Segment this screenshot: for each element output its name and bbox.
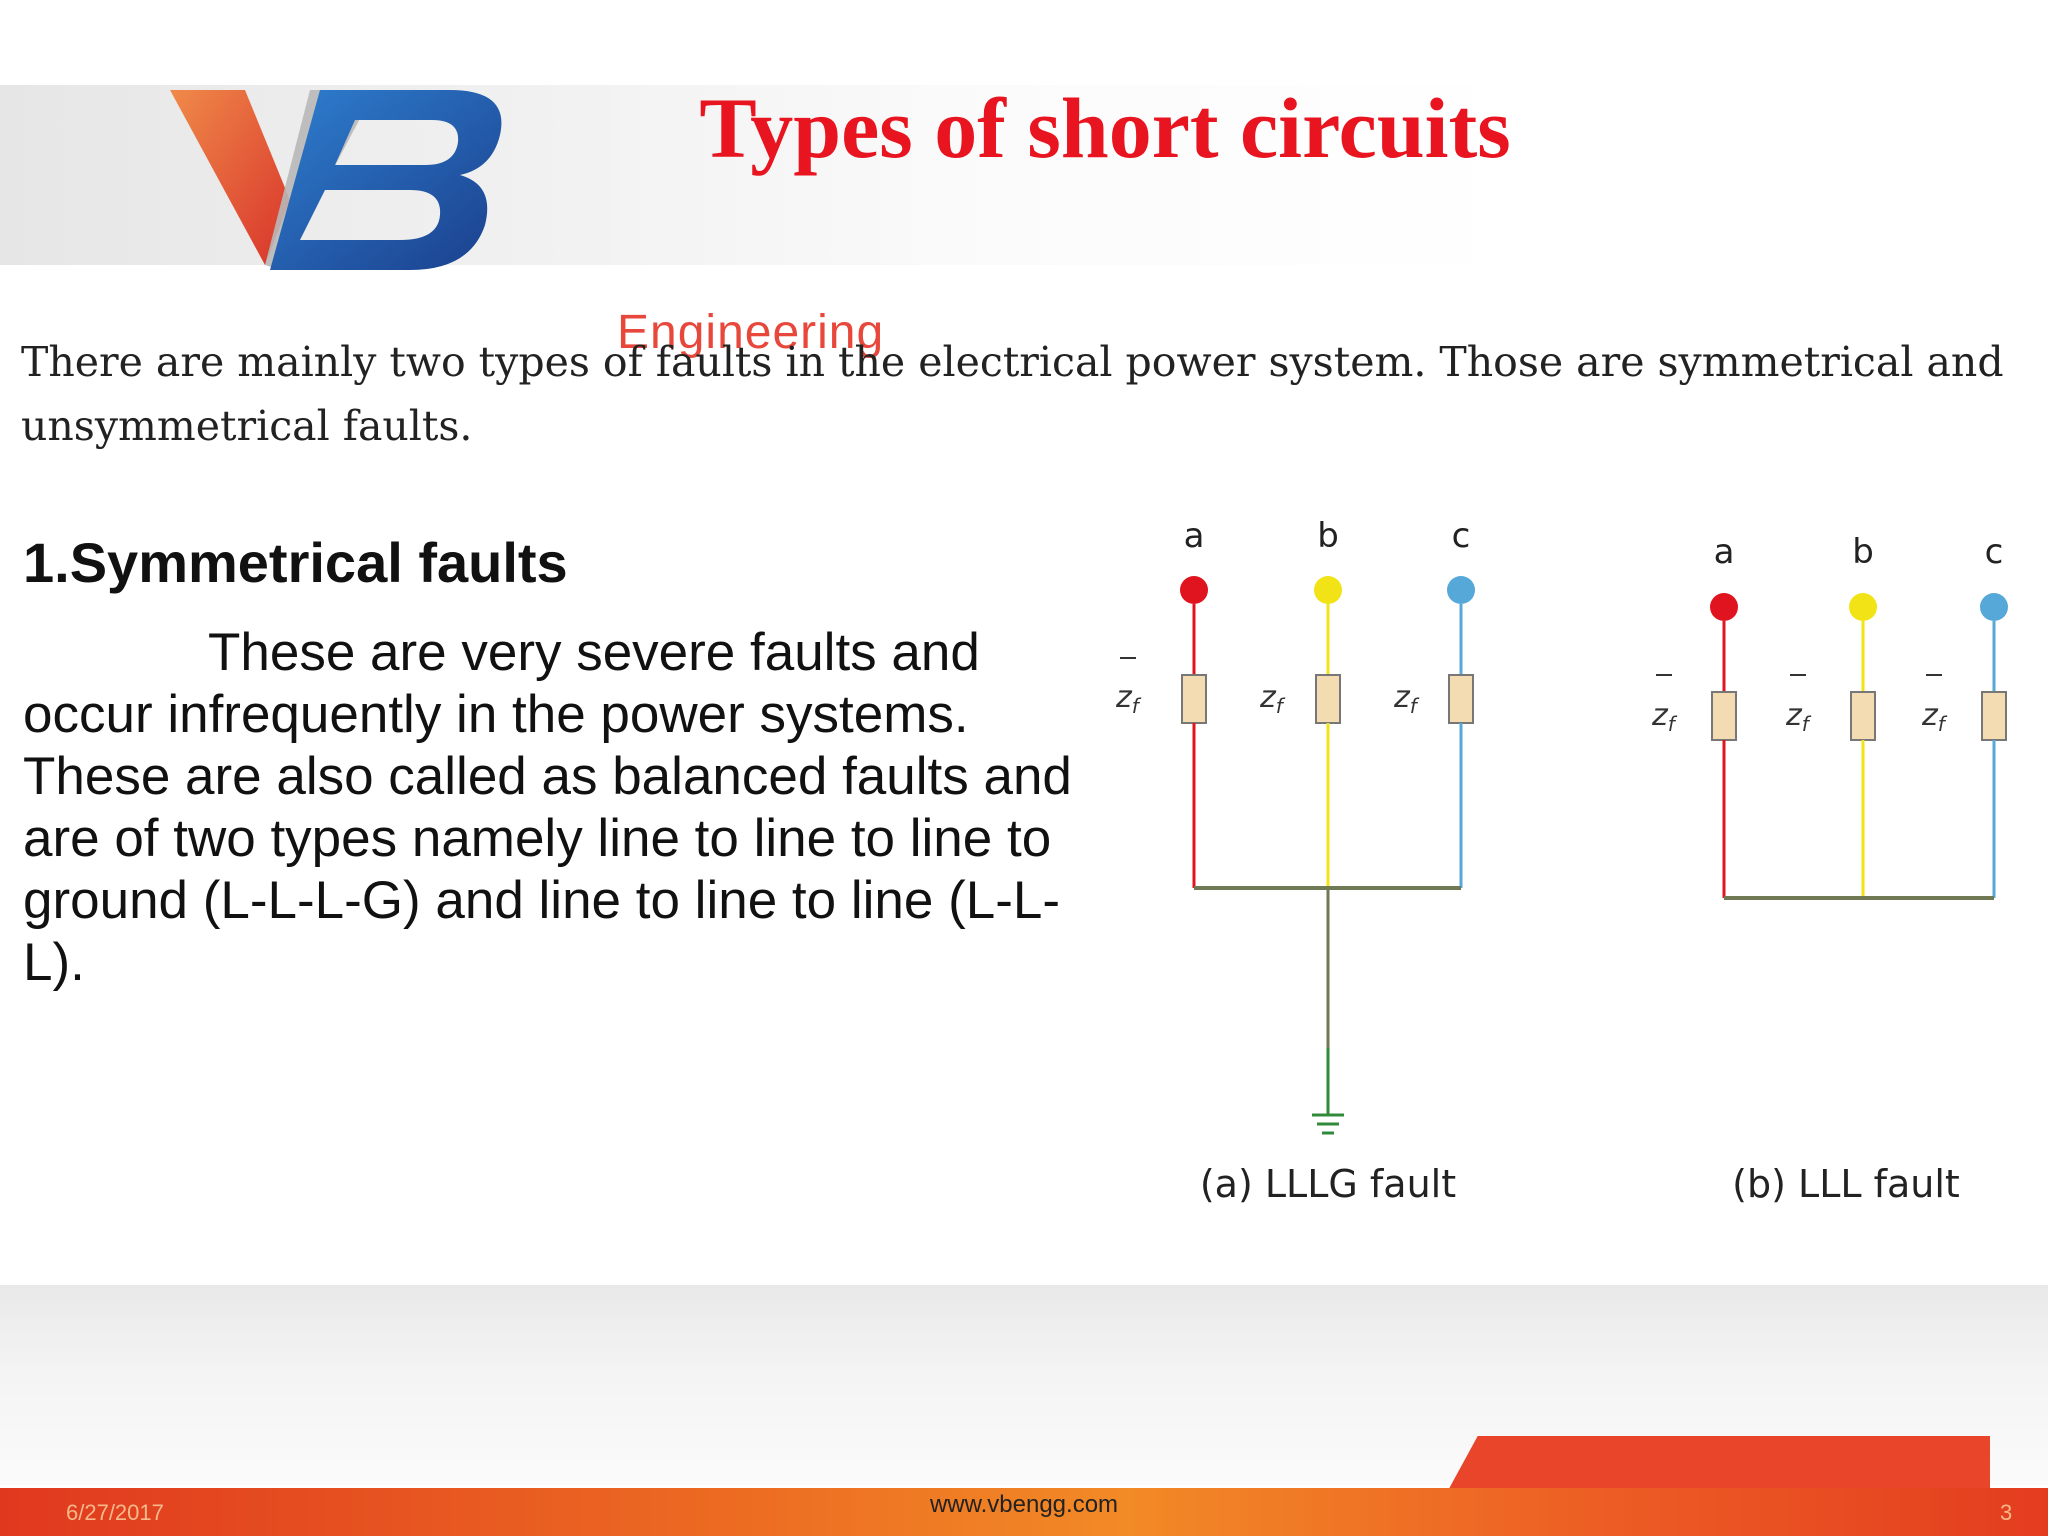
node-c	[1447, 576, 1475, 604]
page-number: 3	[2000, 1500, 2013, 1525]
phase-label-c2: c	[1985, 532, 2004, 572]
phase-label-a2: a	[1714, 532, 1735, 572]
intro-paragraph: There are mainly two types of faults in …	[21, 338, 2004, 450]
node-b2	[1849, 593, 1877, 621]
zf-label-c2: zf	[1921, 698, 1948, 736]
node-c2	[1980, 593, 2008, 621]
impedance-box-b2	[1850, 691, 1876, 741]
lll-diagram: a b c zf zf zf (b) LLL fault	[1651, 532, 2008, 1206]
footer-bar	[0, 1488, 2048, 1536]
fault-diagram: a b c zf zf zf	[1100, 500, 2040, 1240]
phase-label-b2: b	[1852, 532, 1874, 572]
slide-title: Types of short circuits	[699, 80, 1511, 176]
impedance-box-c2	[1981, 691, 2007, 741]
phase-label-b: b	[1317, 516, 1339, 556]
footer-url: www.vbengg.com	[929, 1491, 1119, 1518]
zf-label-a: zf	[1115, 680, 1142, 718]
phase-label-c: c	[1452, 516, 1471, 556]
node-b	[1314, 576, 1342, 604]
phase-label-a: a	[1184, 516, 1205, 556]
section-body: These are very severe faults and occur i…	[23, 623, 1072, 992]
zf-label-c: zf	[1393, 680, 1420, 718]
caption-lll: (b) LLL fault	[1732, 1162, 1960, 1206]
zf-label-b2: zf	[1785, 698, 1812, 736]
vb-logo: Engineering	[170, 80, 883, 359]
caption-lllg: (a) LLLG fault	[1200, 1162, 1456, 1206]
zf-label-a2: zf	[1651, 698, 1678, 736]
impedance-box-a2	[1711, 691, 1737, 741]
impedance-box-c	[1448, 674, 1474, 724]
logo-wordmark: Engineering	[617, 306, 885, 359]
impedance-box-a	[1181, 674, 1207, 724]
node-a2	[1710, 593, 1738, 621]
lllg-diagram: a b c zf zf zf	[1115, 516, 1475, 1206]
zf-label-b: zf	[1259, 680, 1286, 718]
footer-date: 6/27/2017	[66, 1500, 164, 1525]
ground-icon	[1312, 1113, 1344, 1135]
section-heading: 1.Symmetrical faults	[23, 531, 568, 594]
node-a	[1180, 576, 1208, 604]
footer-tab	[1445, 1436, 1990, 1496]
impedance-box-b	[1315, 674, 1341, 724]
